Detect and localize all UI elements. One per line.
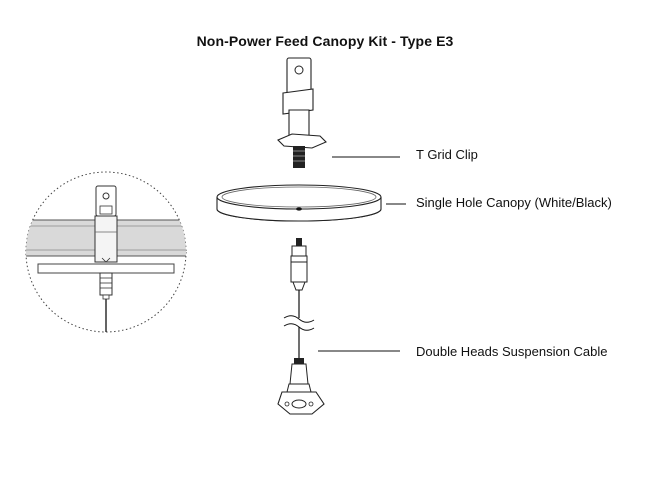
double-heads-suspension-cable: [277, 238, 325, 415]
t-grid-clip: [277, 57, 327, 168]
detail-view: [25, 171, 187, 333]
canopy-label: Single Hole Canopy (White/Black): [416, 195, 612, 210]
single-hole-canopy: [216, 184, 382, 222]
canopy-center-hole: [296, 207, 302, 211]
detail-clip: [94, 185, 118, 300]
t-grid-clip-label: T Grid Clip: [416, 147, 478, 162]
diagram-title: Non-Power Feed Canopy Kit - Type E3: [196, 33, 454, 49]
suspension-cable-label: Double Heads Suspension Cable: [416, 344, 608, 359]
cable-break-mark: [283, 315, 315, 323]
ceiling-tile-strip: [37, 263, 175, 274]
